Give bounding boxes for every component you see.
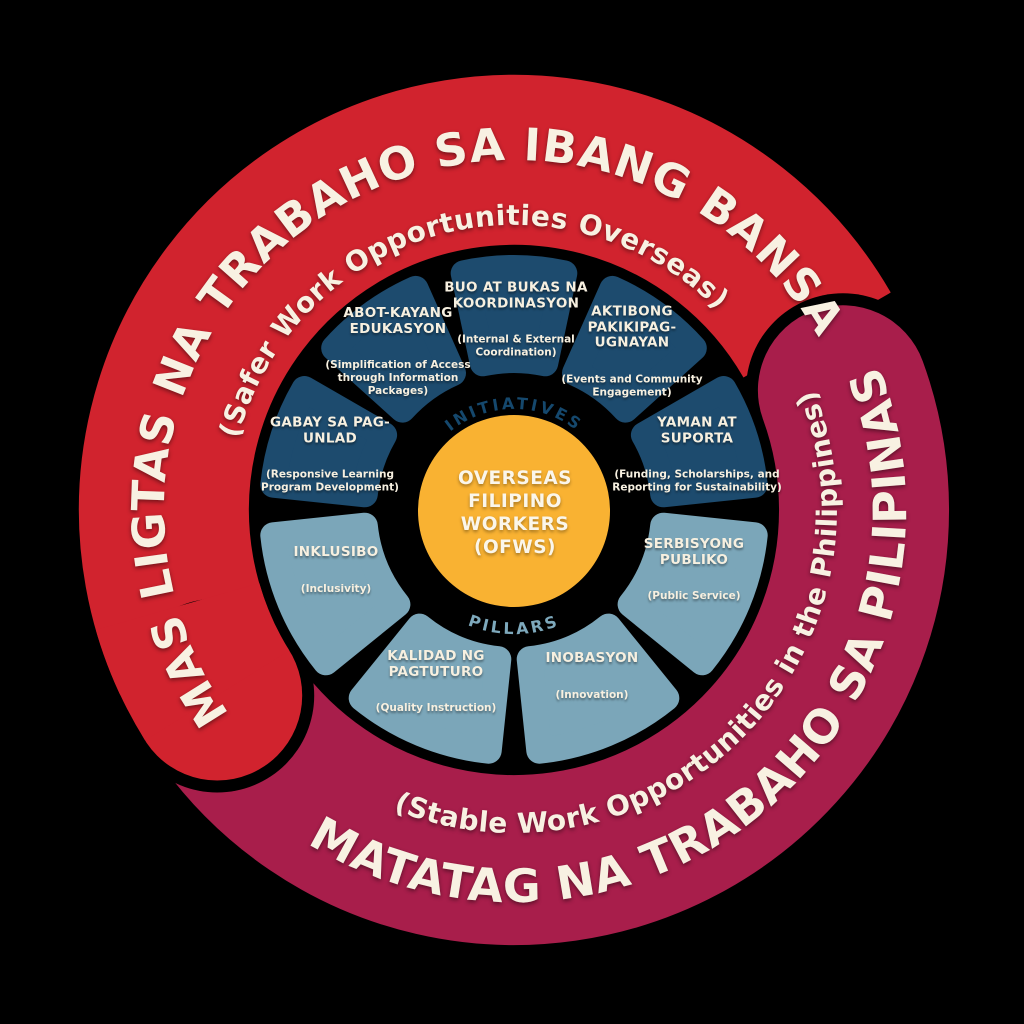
segment-title: AKTIBONG PAKIKIPAG- UGNAYAN: [587, 303, 677, 352]
segment-label-yaman-at-suporta: YAMAN AT SUPORTA (Funding, Scholarships,…: [590, 397, 804, 514]
segment-subtitle: (Inclusivity): [300, 582, 372, 595]
segment-title: INOBASYON: [545, 649, 639, 666]
segment-title: YAMAN AT SUPORTA: [657, 414, 737, 447]
segment-subtitle: (Funding, Scholarships, and Reporting fo…: [612, 468, 782, 494]
segment-title: BUO AT BUKAS NA KOORDINASYON: [444, 279, 588, 312]
segment-buo-at-bukas-na-koordinasyon: [450, 255, 578, 377]
segment-label-inklusibo: INKLUSIBO (Inclusivity): [229, 526, 443, 614]
segment-subtitle: (Internal & External Coordination): [457, 333, 575, 359]
segment-subtitle: (Quality Instruction): [375, 702, 497, 715]
segment-label-abot-kayang-edukasyon: ABOT-KAYANG EDUKASYON (Simplification of…: [291, 287, 505, 417]
center-label: OVERSEAS FILIPINO WORKERS (OFWS): [457, 467, 573, 559]
segment-label-kalidad-ng-pagtuturo: KALIDAD NG PAGTUTURO (Quality Instructio…: [329, 630, 543, 734]
segment-kalidad-ng-pagtuturo: [348, 613, 512, 764]
segment-subtitle: (Simplification of Access through Inform…: [325, 359, 471, 398]
segment-subtitle: (Events and Community Engagement): [561, 373, 703, 399]
segment-label-inobasyon: INOBASYON (Innovation): [485, 632, 699, 720]
segment-title: INKLUSIBO: [293, 543, 379, 560]
segment-title: SERBISYONG PUBLIKO: [643, 535, 745, 568]
segment-serbisyong-publiko: [617, 512, 768, 676]
segment-abot-kayang-edukasyon: [321, 275, 466, 423]
segment-aktibong-pakikipag-ugnayan: [562, 275, 707, 423]
center-circle: [418, 415, 610, 607]
segment-subtitle: (Responsive Learning Program Development…: [261, 468, 399, 494]
segment-gabay-sa-pag-unlad: [260, 376, 398, 508]
segment-label-aktibong-pakikipag-ugnayan: AKTIBONG PAKIKIPAG- UGNAYAN (Events and …: [525, 286, 739, 419]
segment-title: ABOT-KAYANG EDUKASYON: [343, 305, 453, 337]
arc-overseas-endpatch: [95, 581, 291, 741]
segment-title: KALIDAD NG PAGTUTURO: [387, 647, 485, 680]
segment-label-gabay-sa-pag-unlad: GABAY SA PAG- UNLAD (Responsive Learning…: [223, 397, 437, 514]
segment-title: GABAY SA PAG- UNLAD: [269, 414, 390, 447]
segment-label-serbisyong-publiko: SERBISYONG PUBLIKO (Public Service): [587, 518, 801, 622]
segment-subtitle: (Innovation): [555, 688, 629, 701]
segment-inklusibo: [260, 512, 411, 676]
segment-label-buo-at-bukas-na-koordinasyon: BUO AT BUKAS NA KOORDINASYON (Internal &…: [409, 262, 623, 379]
segment-subtitle: (Public Service): [647, 590, 741, 603]
segment-yaman-at-suporta: [630, 376, 768, 508]
segment-inobasyon: [516, 613, 680, 764]
arc-overseas-band: [78, 74, 891, 741]
arc-philippines-band: [145, 305, 950, 946]
